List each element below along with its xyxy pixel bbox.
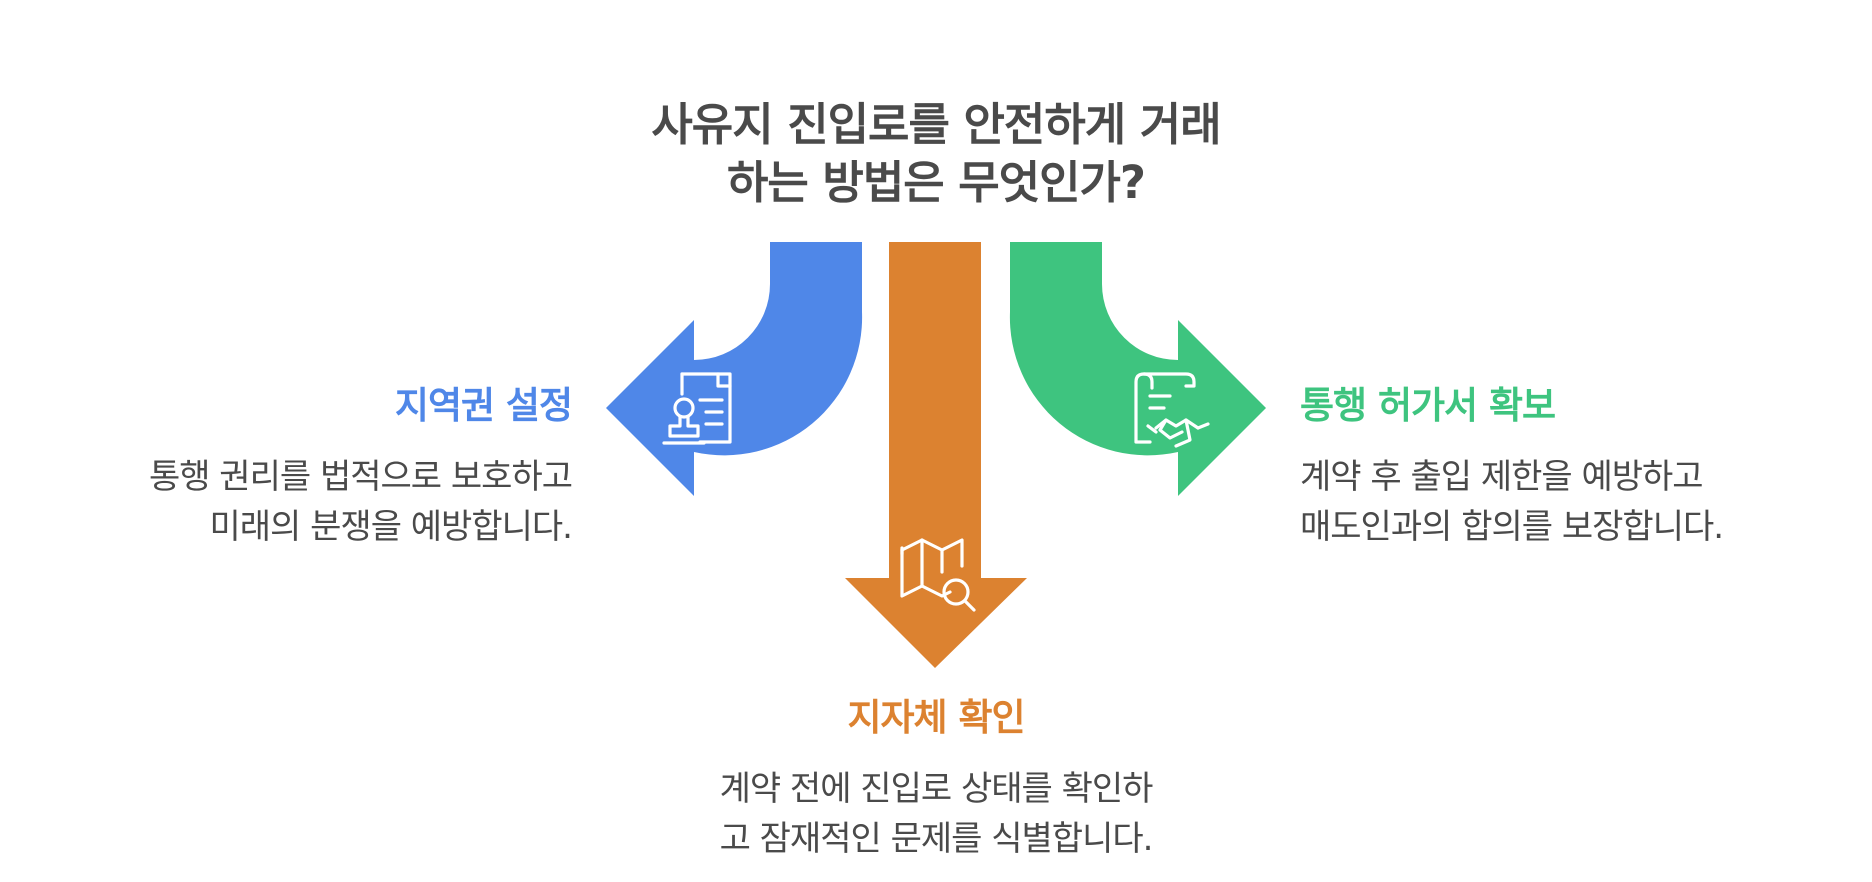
- option-heading-permit: 통행 허가서 확보: [1300, 384, 1556, 427]
- option-desc-line: 통행 권리를 법적으로 보호하고: [148, 457, 573, 497]
- stamp-document-icon: [662, 372, 732, 445]
- diagram-title: 사유지 진입로를 안전하게 거래 하는 방법은 무엇인가?: [536, 96, 1336, 212]
- option-desc-line: 계약 후 출입 제한을 예방하고: [1300, 457, 1704, 497]
- option-desc-line: 고 잠재적인 문제를 식별합니다.: [719, 819, 1154, 859]
- option-desc-municipality: 계약 전에 진입로 상태를 확인하 고 잠재적인 문제를 식별합니다.: [636, 764, 1236, 864]
- title-line-2: 하는 방법은 무엇인가?: [726, 156, 1146, 209]
- right-arrow: [1009, 242, 1266, 496]
- option-desc-permit: 계약 후 출입 제한을 예방하고 매도인과의 합의를 보장합니다.: [1300, 452, 1840, 552]
- handshake-contract-icon: [1134, 372, 1210, 448]
- option-heading-municipality: 지자체 확인: [847, 696, 1025, 739]
- option-heading-easement: 지역권 설정: [394, 384, 573, 427]
- left-arrow: [606, 242, 863, 496]
- map-search-icon: [900, 538, 976, 612]
- title-line-1: 사유지 진입로를 안전하게 거래: [651, 98, 1221, 151]
- option-desc-line: 매도인과의 합의를 보장합니다.: [1300, 507, 1724, 547]
- center-arrow: [845, 242, 1027, 668]
- option-desc-easement: 통행 권리를 법적으로 보호하고 미래의 분쟁을 예방합니다.: [40, 452, 573, 552]
- option-desc-line: 미래의 분쟁을 예방합니다.: [209, 507, 573, 547]
- option-desc-line: 계약 전에 진입로 상태를 확인하: [719, 769, 1154, 809]
